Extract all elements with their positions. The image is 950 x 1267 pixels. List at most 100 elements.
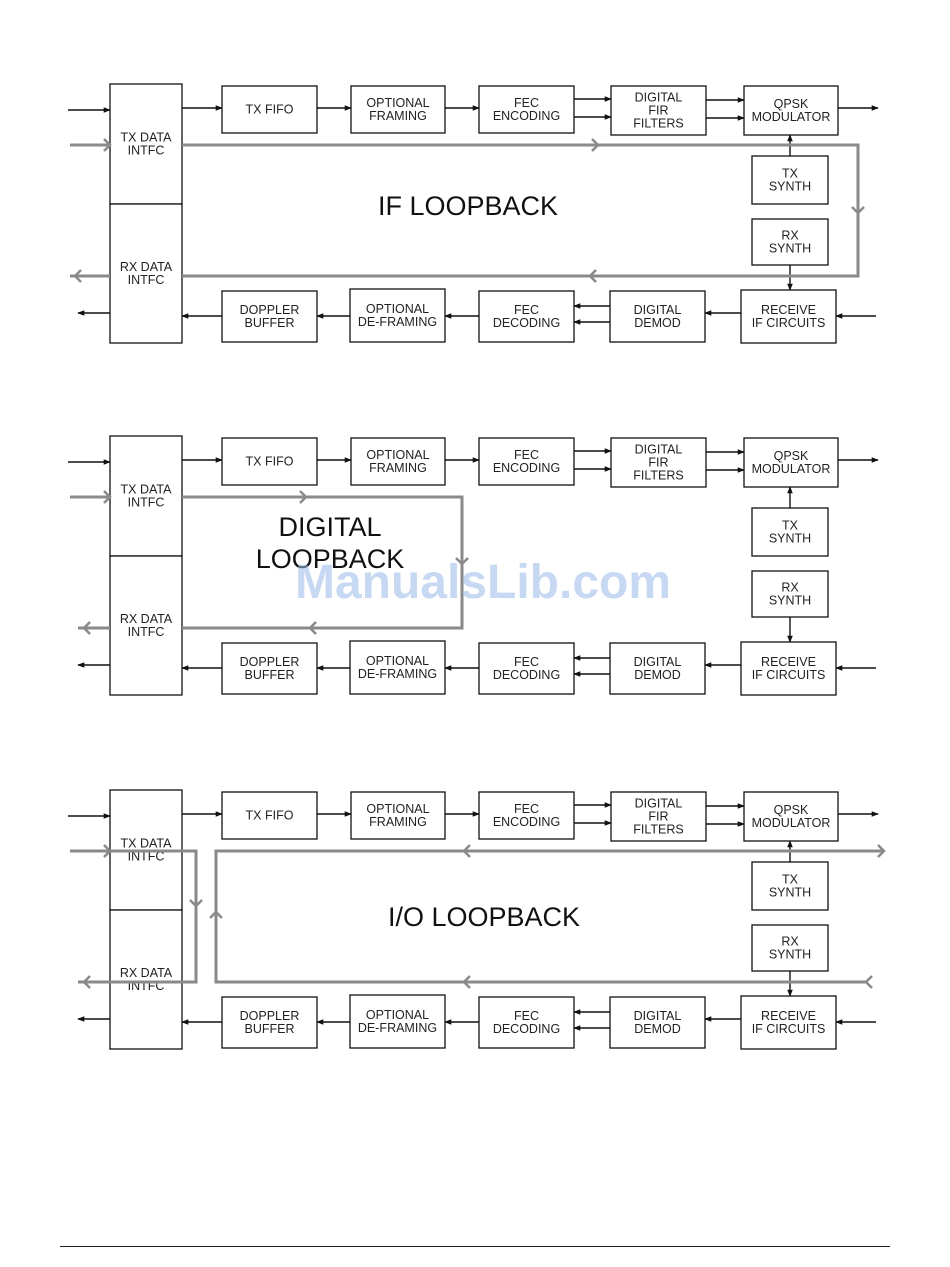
digital-demod-label: DIGITAL bbox=[634, 303, 682, 317]
tx-data-intfc-label: TX DATA bbox=[121, 837, 173, 851]
rx-data-intfc-label: RX DATA bbox=[120, 612, 173, 626]
tx-synth-label: SYNTH bbox=[769, 886, 811, 900]
doppler-buffer-label: DOPPLER bbox=[240, 1009, 300, 1023]
fec-decoding-label: FEC bbox=[514, 1009, 539, 1023]
digital-demod-label: DEMOD bbox=[634, 316, 681, 330]
rx-synth-label: RX bbox=[781, 935, 799, 949]
loopback-arrowhead bbox=[864, 975, 873, 989]
optional-deframing-label: DE-FRAMING bbox=[358, 667, 437, 681]
digital-fir-filters-label: DIGITAL bbox=[635, 797, 683, 811]
digital-fir-filters-label: FILTERS bbox=[633, 469, 683, 483]
optional-deframing-label: OPTIONAL bbox=[366, 654, 429, 668]
watermark: ManualsLib.com bbox=[295, 556, 671, 609]
loopback-arrowhead bbox=[308, 621, 317, 635]
doppler-buffer-label: DOPPLER bbox=[240, 303, 300, 317]
optional-framing-label: FRAMING bbox=[369, 461, 427, 475]
fec-decoding-label: FEC bbox=[514, 303, 539, 317]
optional-deframing-label: OPTIONAL bbox=[366, 1008, 429, 1022]
digital-fir-filters-label: FILTERS bbox=[633, 117, 683, 131]
receive-if-circuits-label: RECEIVE bbox=[761, 1009, 816, 1023]
loopback-arrowhead bbox=[851, 206, 865, 215]
receive-if-circuits-label: RECEIVE bbox=[761, 655, 816, 669]
fec-encoding-label: FEC bbox=[514, 802, 539, 816]
rx-data-intfc-label: RX DATA bbox=[120, 260, 173, 274]
doppler-buffer-label: BUFFER bbox=[245, 1022, 295, 1036]
digital-fir-filters-label: FIR bbox=[648, 456, 668, 470]
io-loopback-inner-path bbox=[70, 849, 198, 984]
tx-fifo-block: TX FIFO bbox=[221, 85, 318, 134]
receive-if-circuits-label: RECEIVE bbox=[761, 303, 816, 317]
loopback-arrowhead bbox=[82, 621, 91, 635]
tx-data-intfc-label: TX DATA bbox=[121, 483, 173, 497]
loopback-arrowhead bbox=[103, 490, 112, 504]
qpsk-modulator-label: QPSK bbox=[774, 97, 809, 111]
tx-fifo-block: TX FIFO bbox=[221, 437, 318, 486]
digital-demod-label: DEMOD bbox=[634, 1022, 681, 1036]
loopback-arrowhead bbox=[209, 910, 223, 919]
fec-decoding-label: DECODING bbox=[493, 1022, 560, 1036]
fec-encoding-label: ENCODING bbox=[493, 461, 560, 475]
digital-fir-filters-label: DIGITAL bbox=[635, 443, 683, 457]
loopback-arrowhead bbox=[877, 844, 886, 858]
loopback-arrowhead bbox=[103, 138, 112, 152]
footer-divider bbox=[60, 1246, 890, 1247]
tx-fifo-label: TX FIFO bbox=[246, 103, 294, 117]
rx-synth-label: SYNTH bbox=[769, 948, 811, 962]
optional-framing-label: OPTIONAL bbox=[366, 448, 429, 462]
doppler-buffer-label: BUFFER bbox=[245, 316, 295, 330]
loopback-arrowhead bbox=[82, 975, 91, 989]
qpsk-modulator-label: MODULATOR bbox=[752, 110, 831, 124]
receive-if-circuits-label: IF CIRCUITS bbox=[752, 1022, 826, 1036]
digital-fir-filters-label: DIGITAL bbox=[635, 91, 683, 105]
rx-data-intfc-label: INTFC bbox=[128, 273, 165, 287]
loopback-arrowhead bbox=[455, 557, 469, 566]
fec-encoding-label: ENCODING bbox=[493, 109, 560, 123]
tx-synth-label: TX bbox=[782, 873, 799, 887]
fec-decoding-label: DECODING bbox=[493, 316, 560, 330]
loopback-arrowhead bbox=[462, 844, 471, 858]
loopback-arrowhead bbox=[462, 975, 471, 989]
fec-encoding-label: FEC bbox=[514, 448, 539, 462]
optional-framing-label: OPTIONAL bbox=[366, 802, 429, 816]
rx-synth-label: SYNTH bbox=[769, 594, 811, 608]
digital-fir-filters-label: FILTERS bbox=[633, 823, 683, 837]
loopback-arrowhead bbox=[103, 844, 112, 858]
loopback-arrowhead bbox=[189, 899, 203, 908]
qpsk-modulator-label: QPSK bbox=[774, 449, 809, 463]
tx-synth-label: TX bbox=[782, 167, 799, 181]
loopback-arrowhead bbox=[588, 269, 597, 283]
rx-data-intfc-label: RX DATA bbox=[120, 966, 173, 980]
digital-demod-label: DIGITAL bbox=[634, 1009, 682, 1023]
fec-decoding-label: DECODING bbox=[493, 668, 560, 682]
tx-fifo-block: TX FIFO bbox=[221, 791, 318, 840]
doppler-buffer-label: DOPPLER bbox=[240, 655, 300, 669]
loopback-arrowhead bbox=[591, 138, 600, 152]
loopback-arrowhead bbox=[299, 490, 308, 504]
rx-synth-label: RX bbox=[781, 229, 799, 243]
